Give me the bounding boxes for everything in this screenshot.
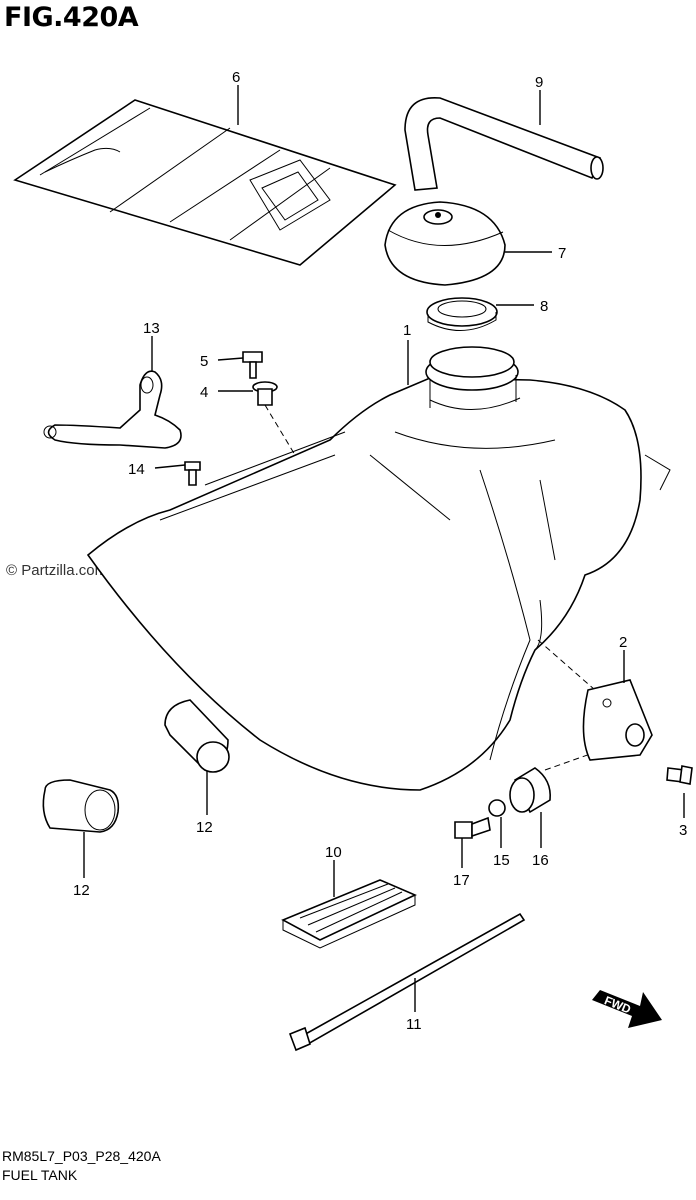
- callout-13: 13: [143, 320, 160, 337]
- callout-4: 4: [200, 384, 208, 401]
- callout-9: 9: [535, 74, 543, 91]
- callout-8: 8: [540, 298, 548, 315]
- cushion-12-lower-part[interactable]: [42, 779, 120, 833]
- figure-title: FIG.420A: [4, 2, 139, 33]
- decal-part[interactable]: [13, 99, 397, 266]
- washer-4-part[interactable]: [252, 381, 278, 406]
- collar-15-part[interactable]: [488, 799, 506, 817]
- callout-15: 15: [493, 852, 510, 869]
- fwd-label: FWD: [602, 993, 633, 1016]
- callout-7: 7: [558, 245, 566, 262]
- screw-14-part[interactable]: [184, 461, 201, 486]
- cushion-16-part[interactable]: [509, 767, 552, 814]
- callout-5: 5: [200, 353, 208, 370]
- watermark: © Partzilla.com: [6, 562, 108, 579]
- diagram-subtitle: FUEL TANK: [2, 1167, 78, 1183]
- callout-6: 6: [232, 69, 240, 86]
- cushion-12-upper-part[interactable]: [164, 699, 230, 773]
- callout-17: 17: [453, 872, 470, 889]
- callout-12-upper: 12: [196, 819, 213, 836]
- sponge-pad-part[interactable]: [281, 879, 417, 949]
- forward-direction-arrow: FWD: [592, 990, 662, 1028]
- callout-16: 16: [532, 852, 549, 869]
- callout-10: 10: [325, 844, 342, 861]
- callout-3: 3: [679, 822, 687, 839]
- bolt-17-part[interactable]: [454, 816, 491, 839]
- callout-14: 14: [128, 461, 145, 478]
- vent-hose-part[interactable]: [404, 97, 604, 191]
- diagram-code: RM85L7_P03_P28_420A: [2, 1148, 161, 1164]
- hose-clamp-part[interactable]: [43, 370, 182, 449]
- callout-1: 1: [403, 322, 411, 339]
- bolt-3-part[interactable]: [666, 765, 693, 785]
- callout-11: 11: [406, 1016, 422, 1033]
- gasket-part[interactable]: [426, 297, 498, 331]
- callout-2: 2: [619, 634, 627, 651]
- bracket-part[interactable]: [582, 679, 653, 761]
- callout-12-lower: 12: [73, 882, 90, 899]
- bolt-5-part[interactable]: [242, 351, 263, 379]
- cable-tie-part[interactable]: [288, 912, 526, 1052]
- fuel-cap-part[interactable]: [384, 201, 506, 286]
- fuel-tank-part[interactable]: [86, 346, 671, 791]
